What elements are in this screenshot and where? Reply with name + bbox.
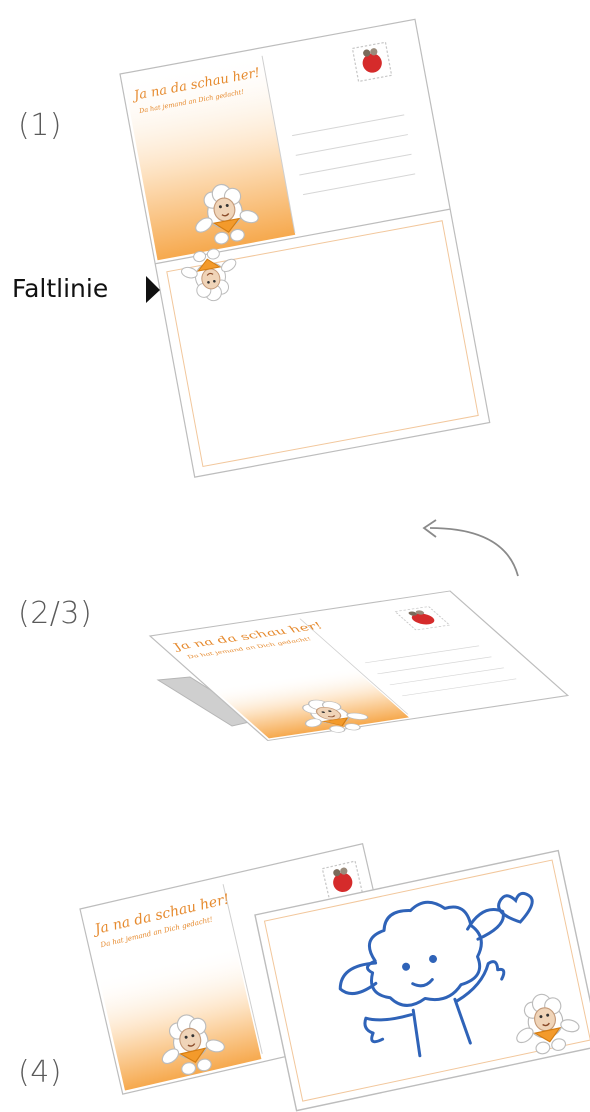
card-folding: Ja na da schau her! Da hat jemand an Dic… [150, 520, 570, 743]
card-open: Ja na da schau her! Da hat jemand an Dic… [120, 19, 490, 477]
stamp-icon [352, 42, 391, 81]
curved-arrow-icon [430, 528, 518, 576]
